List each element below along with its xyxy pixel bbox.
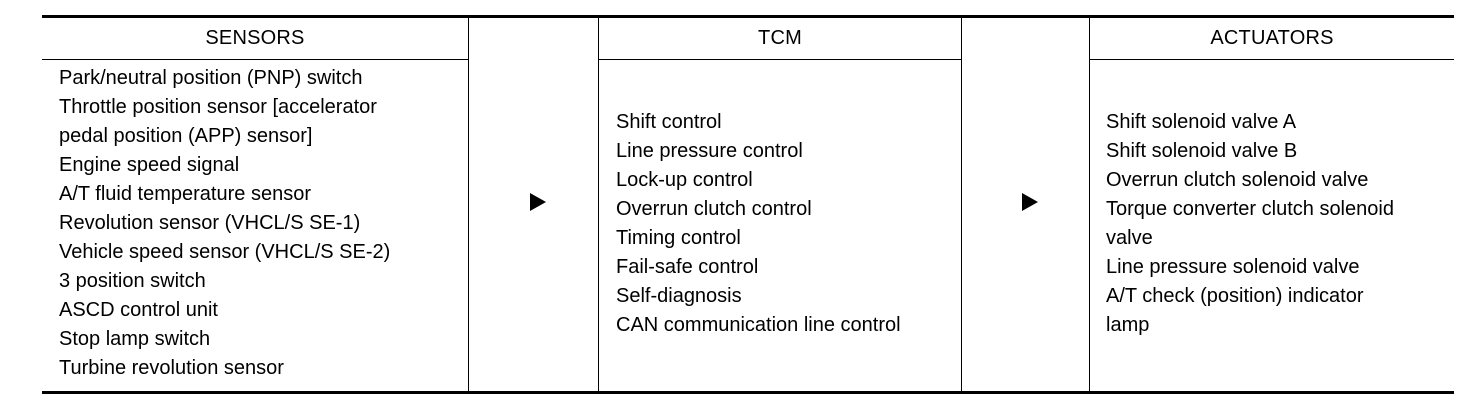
list-item: pedal position (APP) sensor] bbox=[59, 125, 313, 147]
list-item: Overrun clutch solenoid valve bbox=[1106, 169, 1369, 191]
list-item: ASCD control unit bbox=[59, 299, 218, 321]
list-item: valve bbox=[1106, 227, 1153, 249]
actuators-list: Shift solenoid valve A Shift solenoid va… bbox=[1106, 108, 1394, 340]
list-item: Timing control bbox=[616, 227, 741, 249]
column-border bbox=[1089, 16, 1090, 393]
list-item: Revolution sensor (VHCL/S SE-1) bbox=[59, 212, 361, 234]
list-item: Shift solenoid valve B bbox=[1106, 140, 1298, 162]
list-item: Line pressure solenoid valve bbox=[1106, 256, 1360, 278]
sensors-list: Park/neutral position (PNP) switch Throt… bbox=[59, 64, 390, 383]
list-item: Fail-safe control bbox=[616, 256, 759, 278]
arrow-right-icon bbox=[1022, 193, 1038, 211]
list-item: Overrun clutch control bbox=[616, 198, 812, 220]
list-item: Torque converter clutch solenoid bbox=[1106, 198, 1394, 220]
header-divider bbox=[598, 59, 962, 60]
list-item: Shift solenoid valve A bbox=[1106, 111, 1297, 133]
arrow-right-icon bbox=[530, 193, 546, 211]
tcm-list: Shift control Line pressure control Lock… bbox=[616, 108, 901, 340]
list-item: Vehicle speed sensor (VHCL/S SE-2) bbox=[59, 241, 391, 263]
list-item: Line pressure control bbox=[616, 140, 803, 162]
actuators-header: ACTUATORS bbox=[1210, 26, 1334, 49]
list-item: Stop lamp switch bbox=[59, 328, 211, 350]
list-item: A/T fluid temperature sensor bbox=[59, 183, 311, 205]
header-divider bbox=[42, 59, 469, 60]
column-border bbox=[961, 16, 962, 393]
header-divider bbox=[1089, 59, 1454, 60]
list-item: Turbine revolution sensor bbox=[59, 357, 284, 379]
column-border bbox=[598, 16, 599, 393]
list-item: Park/neutral position (PNP) switch bbox=[59, 67, 363, 89]
list-item: Lock-up control bbox=[616, 169, 753, 191]
bottom-rule bbox=[42, 391, 1454, 394]
list-item: Self-diagnosis bbox=[616, 285, 742, 307]
list-item: CAN communication line control bbox=[616, 314, 901, 336]
column-border bbox=[468, 16, 469, 393]
top-rule bbox=[42, 15, 1454, 18]
list-item: 3 position switch bbox=[59, 270, 206, 292]
list-item: lamp bbox=[1106, 314, 1150, 336]
tcm-header: TCM bbox=[758, 26, 802, 49]
list-item: Throttle position sensor [accelerator bbox=[59, 96, 377, 118]
list-item: Engine speed signal bbox=[59, 154, 240, 176]
sensors-header: SENSORS bbox=[205, 26, 305, 49]
list-item: Shift control bbox=[616, 111, 722, 133]
list-item: A/T check (position) indicator bbox=[1106, 285, 1364, 307]
